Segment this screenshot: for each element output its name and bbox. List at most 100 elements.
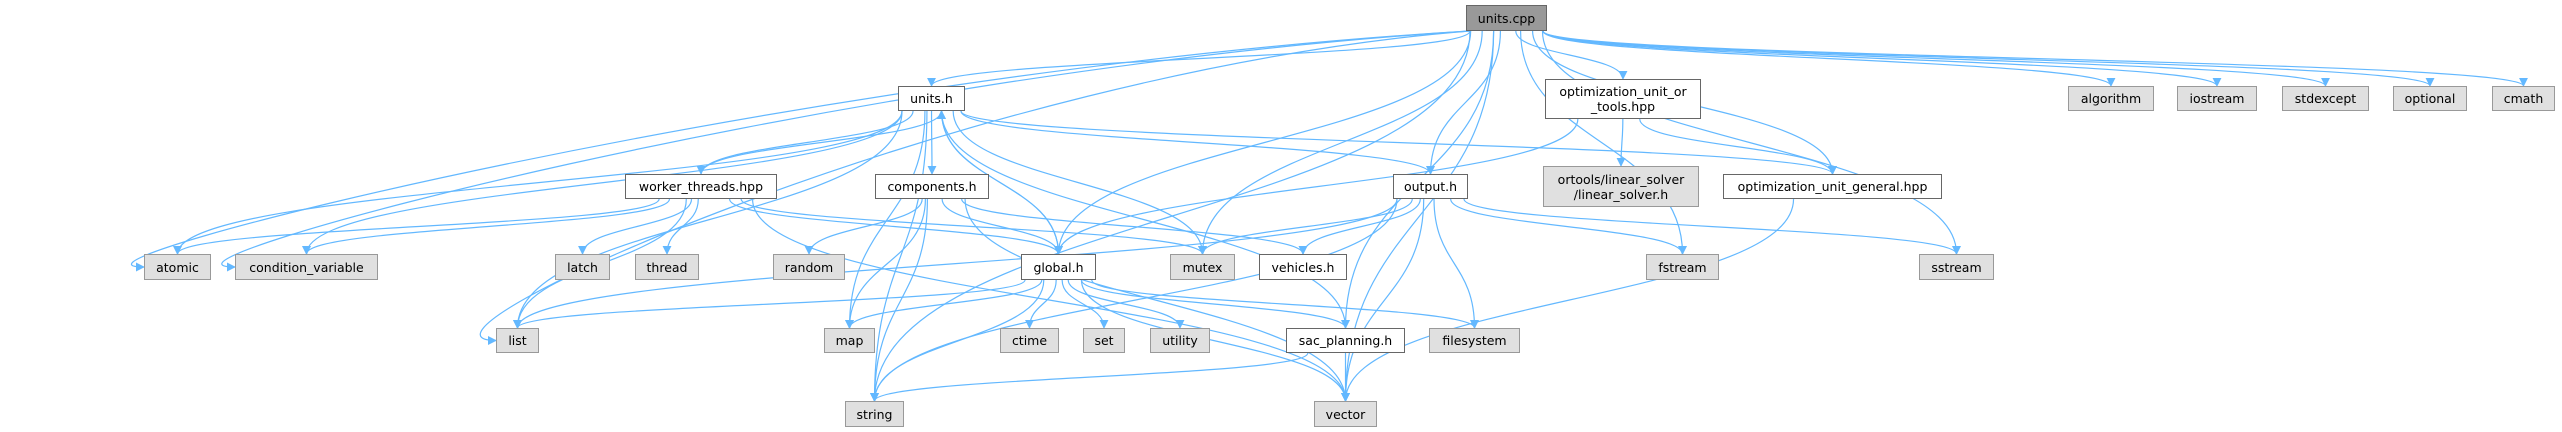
edge-worker-to-global xyxy=(729,198,1063,255)
edge-global-to-sac xyxy=(1080,279,1350,329)
node-stdexcept[interactable]: stdexcept xyxy=(2282,86,2369,111)
node-iostream[interactable]: iostream xyxy=(2177,86,2257,111)
edge-units-cpp-to-opt-or xyxy=(1515,30,1628,80)
edge-opt-or-to-global xyxy=(1054,118,1579,255)
node-label: sac_planning.h xyxy=(1298,333,1393,348)
node-label: ortools/linear_solver /linear_solver.h xyxy=(1557,171,1685,202)
edge-output-to-vehicles xyxy=(1298,198,1421,255)
node-fstream[interactable]: fstream xyxy=(1646,254,1719,280)
edge-opt-or-to-opt-gen xyxy=(1639,118,1837,175)
node-label: worker_threads.hpp xyxy=(638,179,764,194)
edge-components-to-vector xyxy=(964,198,1350,402)
edge-opt-or-to-ortools xyxy=(1616,118,1626,167)
node-algorithm[interactable]: algorithm xyxy=(2068,86,2154,111)
node-set[interactable]: set xyxy=(1083,328,1125,353)
edge-units-cpp-to-cmath xyxy=(1542,30,2528,87)
node-random[interactable]: random xyxy=(773,254,845,280)
edge-units-h-to-list xyxy=(513,110,903,329)
node-global[interactable]: global.h xyxy=(1021,254,1096,280)
edge-units-h-to-string xyxy=(870,110,928,402)
node-label: atomic xyxy=(156,259,199,275)
edge-output-to-fstream xyxy=(1450,198,1687,255)
node-label: thread xyxy=(646,259,688,275)
node-opt-gen[interactable]: optimization_unit_general.hpp xyxy=(1723,174,1942,199)
edge-output-to-list xyxy=(513,198,1398,329)
edge-units-cpp-to-algorithm xyxy=(1542,30,2116,87)
edge-units-cpp-to-units-h xyxy=(927,30,1471,87)
edge-units-cpp-to-stdexcept xyxy=(1542,30,2330,87)
node-label: output.h xyxy=(1403,179,1458,194)
node-units-cpp[interactable]: units.cpp xyxy=(1466,5,1547,31)
node-thread[interactable]: thread xyxy=(635,254,699,280)
node-filesystem[interactable]: filesystem xyxy=(1429,328,1520,353)
node-sac[interactable]: sac_planning.h xyxy=(1286,328,1405,353)
node-label: string xyxy=(856,406,893,422)
edge-worker-to-units-h xyxy=(700,110,946,175)
node-label: optimization_unit_or _tools.hpp xyxy=(1559,84,1687,114)
edge-output-to-mutex xyxy=(1198,198,1413,255)
node-utility[interactable]: utility xyxy=(1150,328,1210,353)
edge-units-h-to-mutex xyxy=(952,110,1207,255)
edge-units-cpp-to-sstream xyxy=(1541,30,1961,255)
node-label: condition_variable xyxy=(249,259,364,275)
node-string[interactable]: string xyxy=(845,401,904,427)
edge-units-cpp-to-output xyxy=(1426,30,1502,175)
edge-units-cpp-to-mutex xyxy=(1198,30,1483,255)
node-latch[interactable]: latch xyxy=(555,254,610,280)
node-list[interactable]: list xyxy=(496,328,539,353)
edge-global-to-units-h xyxy=(937,110,1060,255)
edge-worker-to-mutex xyxy=(740,198,1207,255)
edge-worker-to-atomic xyxy=(173,198,660,255)
node-ctime[interactable]: ctime xyxy=(1000,328,1059,353)
edge-units-h-to-map xyxy=(845,110,926,329)
edge-units-h-to-output xyxy=(960,110,1435,175)
node-label: random xyxy=(784,259,834,275)
node-ortools[interactable]: ortools/linear_solver /linear_solver.h xyxy=(1543,166,1699,207)
node-condvar[interactable]: condition_variable xyxy=(235,254,378,280)
node-output[interactable]: output.h xyxy=(1393,174,1468,199)
edge-global-to-filesystem xyxy=(1091,279,1479,329)
edge-global-to-vector xyxy=(1080,279,1350,402)
edge-global-to-list xyxy=(513,279,1026,329)
edge-output-to-string xyxy=(870,198,1398,402)
edge-units-cpp-to-condvar xyxy=(221,30,1471,272)
node-sstream[interactable]: sstream xyxy=(1919,254,1994,280)
node-atomic[interactable]: atomic xyxy=(144,254,211,280)
node-map[interactable]: map xyxy=(824,328,875,353)
edge-components-to-map xyxy=(845,198,926,329)
node-label: list xyxy=(508,333,527,348)
node-label: components.h xyxy=(887,179,977,194)
edge-output-to-filesystem xyxy=(1433,198,1479,329)
node-vector[interactable]: vector xyxy=(1314,401,1377,427)
node-worker[interactable]: worker_threads.hpp xyxy=(625,174,777,199)
node-label: units.cpp xyxy=(1477,10,1536,26)
node-label: optimization_unit_general.hpp xyxy=(1737,179,1928,194)
node-label: fstream xyxy=(1658,259,1707,275)
node-label: units.h xyxy=(910,91,953,106)
edge-units-cpp-to-iostream xyxy=(1542,30,2222,87)
edge-opt-gen-to-vector xyxy=(1341,198,1795,402)
node-vehicles[interactable]: vehicles.h xyxy=(1259,254,1347,280)
edge-output-to-vector xyxy=(1341,198,1425,402)
edge-sac-to-string xyxy=(870,352,1309,402)
edge-worker-to-thread xyxy=(662,198,699,255)
node-components[interactable]: components.h xyxy=(875,174,989,199)
edge-global-to-utility xyxy=(1067,279,1185,329)
node-optional[interactable]: optional xyxy=(2393,86,2467,111)
node-cmath[interactable]: cmath xyxy=(2492,86,2555,111)
node-label: mutex xyxy=(1182,259,1223,275)
edge-sac-to-units-h xyxy=(937,110,1347,329)
node-mutex[interactable]: mutex xyxy=(1170,254,1235,280)
node-label: algorithm xyxy=(2080,91,2142,106)
node-label: utility xyxy=(1162,333,1198,348)
node-label: map xyxy=(835,333,864,348)
edge-worker-to-latch xyxy=(578,198,693,255)
node-label: filesystem xyxy=(1442,333,1507,348)
node-opt-or[interactable]: optimization_unit_or _tools.hpp xyxy=(1545,79,1701,119)
edge-output-to-sstream xyxy=(1463,198,1961,255)
edge-units-cpp-to-list xyxy=(479,30,1471,345)
edge-components-to-string xyxy=(870,198,928,402)
node-units-h[interactable]: units.h xyxy=(898,86,965,111)
